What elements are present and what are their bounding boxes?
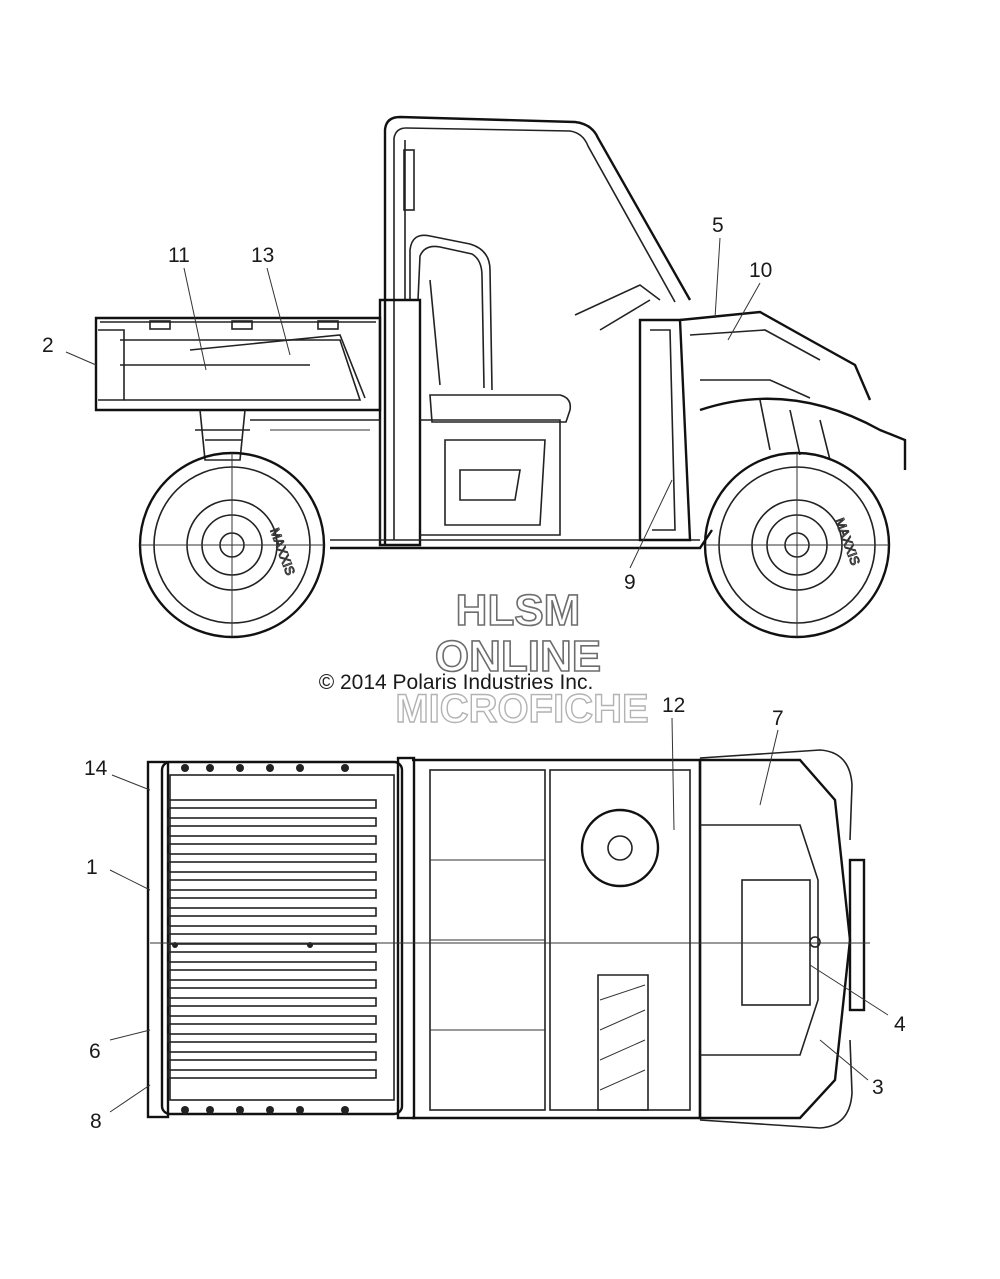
callout-13: 13 (251, 244, 274, 267)
callout-14: 14 (84, 757, 108, 780)
callout-7: 7 (772, 707, 784, 730)
bed-ribs (167, 799, 377, 1079)
watermark-line2: ONLINE (435, 632, 601, 681)
rear-tire-brand: MAXXIS (267, 526, 298, 578)
top-view-vehicle (146, 749, 870, 1129)
rear-wheel (138, 451, 326, 639)
side-leader-lines (65, 237, 761, 569)
watermark: HLSM ONLINE MICROFICHE (395, 585, 650, 732)
front-wheel (703, 451, 891, 639)
callout-1: 1 (86, 856, 98, 879)
copyright-notice: © 2014 Polaris Industries Inc. (319, 671, 594, 694)
callout-11: 11 (168, 244, 190, 267)
bed-bolts (172, 764, 349, 1114)
callout-6: 6 (89, 1040, 101, 1063)
callout-numbers: 2 11 13 5 10 9 12 7 14 1 4 6 3 8 (42, 214, 906, 1133)
front-tire-brand: MAXXIS (832, 516, 863, 568)
callout-3: 3 (872, 1076, 884, 1099)
callout-12: 12 (662, 694, 685, 717)
top-leader-lines (109, 717, 889, 1113)
callout-2: 2 (42, 334, 54, 357)
side-view-vehicle: MAXXIS MAXXIS (94, 115, 907, 639)
callout-8: 8 (90, 1110, 102, 1133)
watermark-line3: MICROFICHE (395, 687, 648, 731)
callout-9: 9 (624, 571, 636, 594)
callout-5: 5 (712, 214, 724, 237)
callout-4: 4 (894, 1013, 906, 1036)
callout-10: 10 (749, 259, 772, 282)
watermark-line1: HLSM (456, 586, 581, 635)
